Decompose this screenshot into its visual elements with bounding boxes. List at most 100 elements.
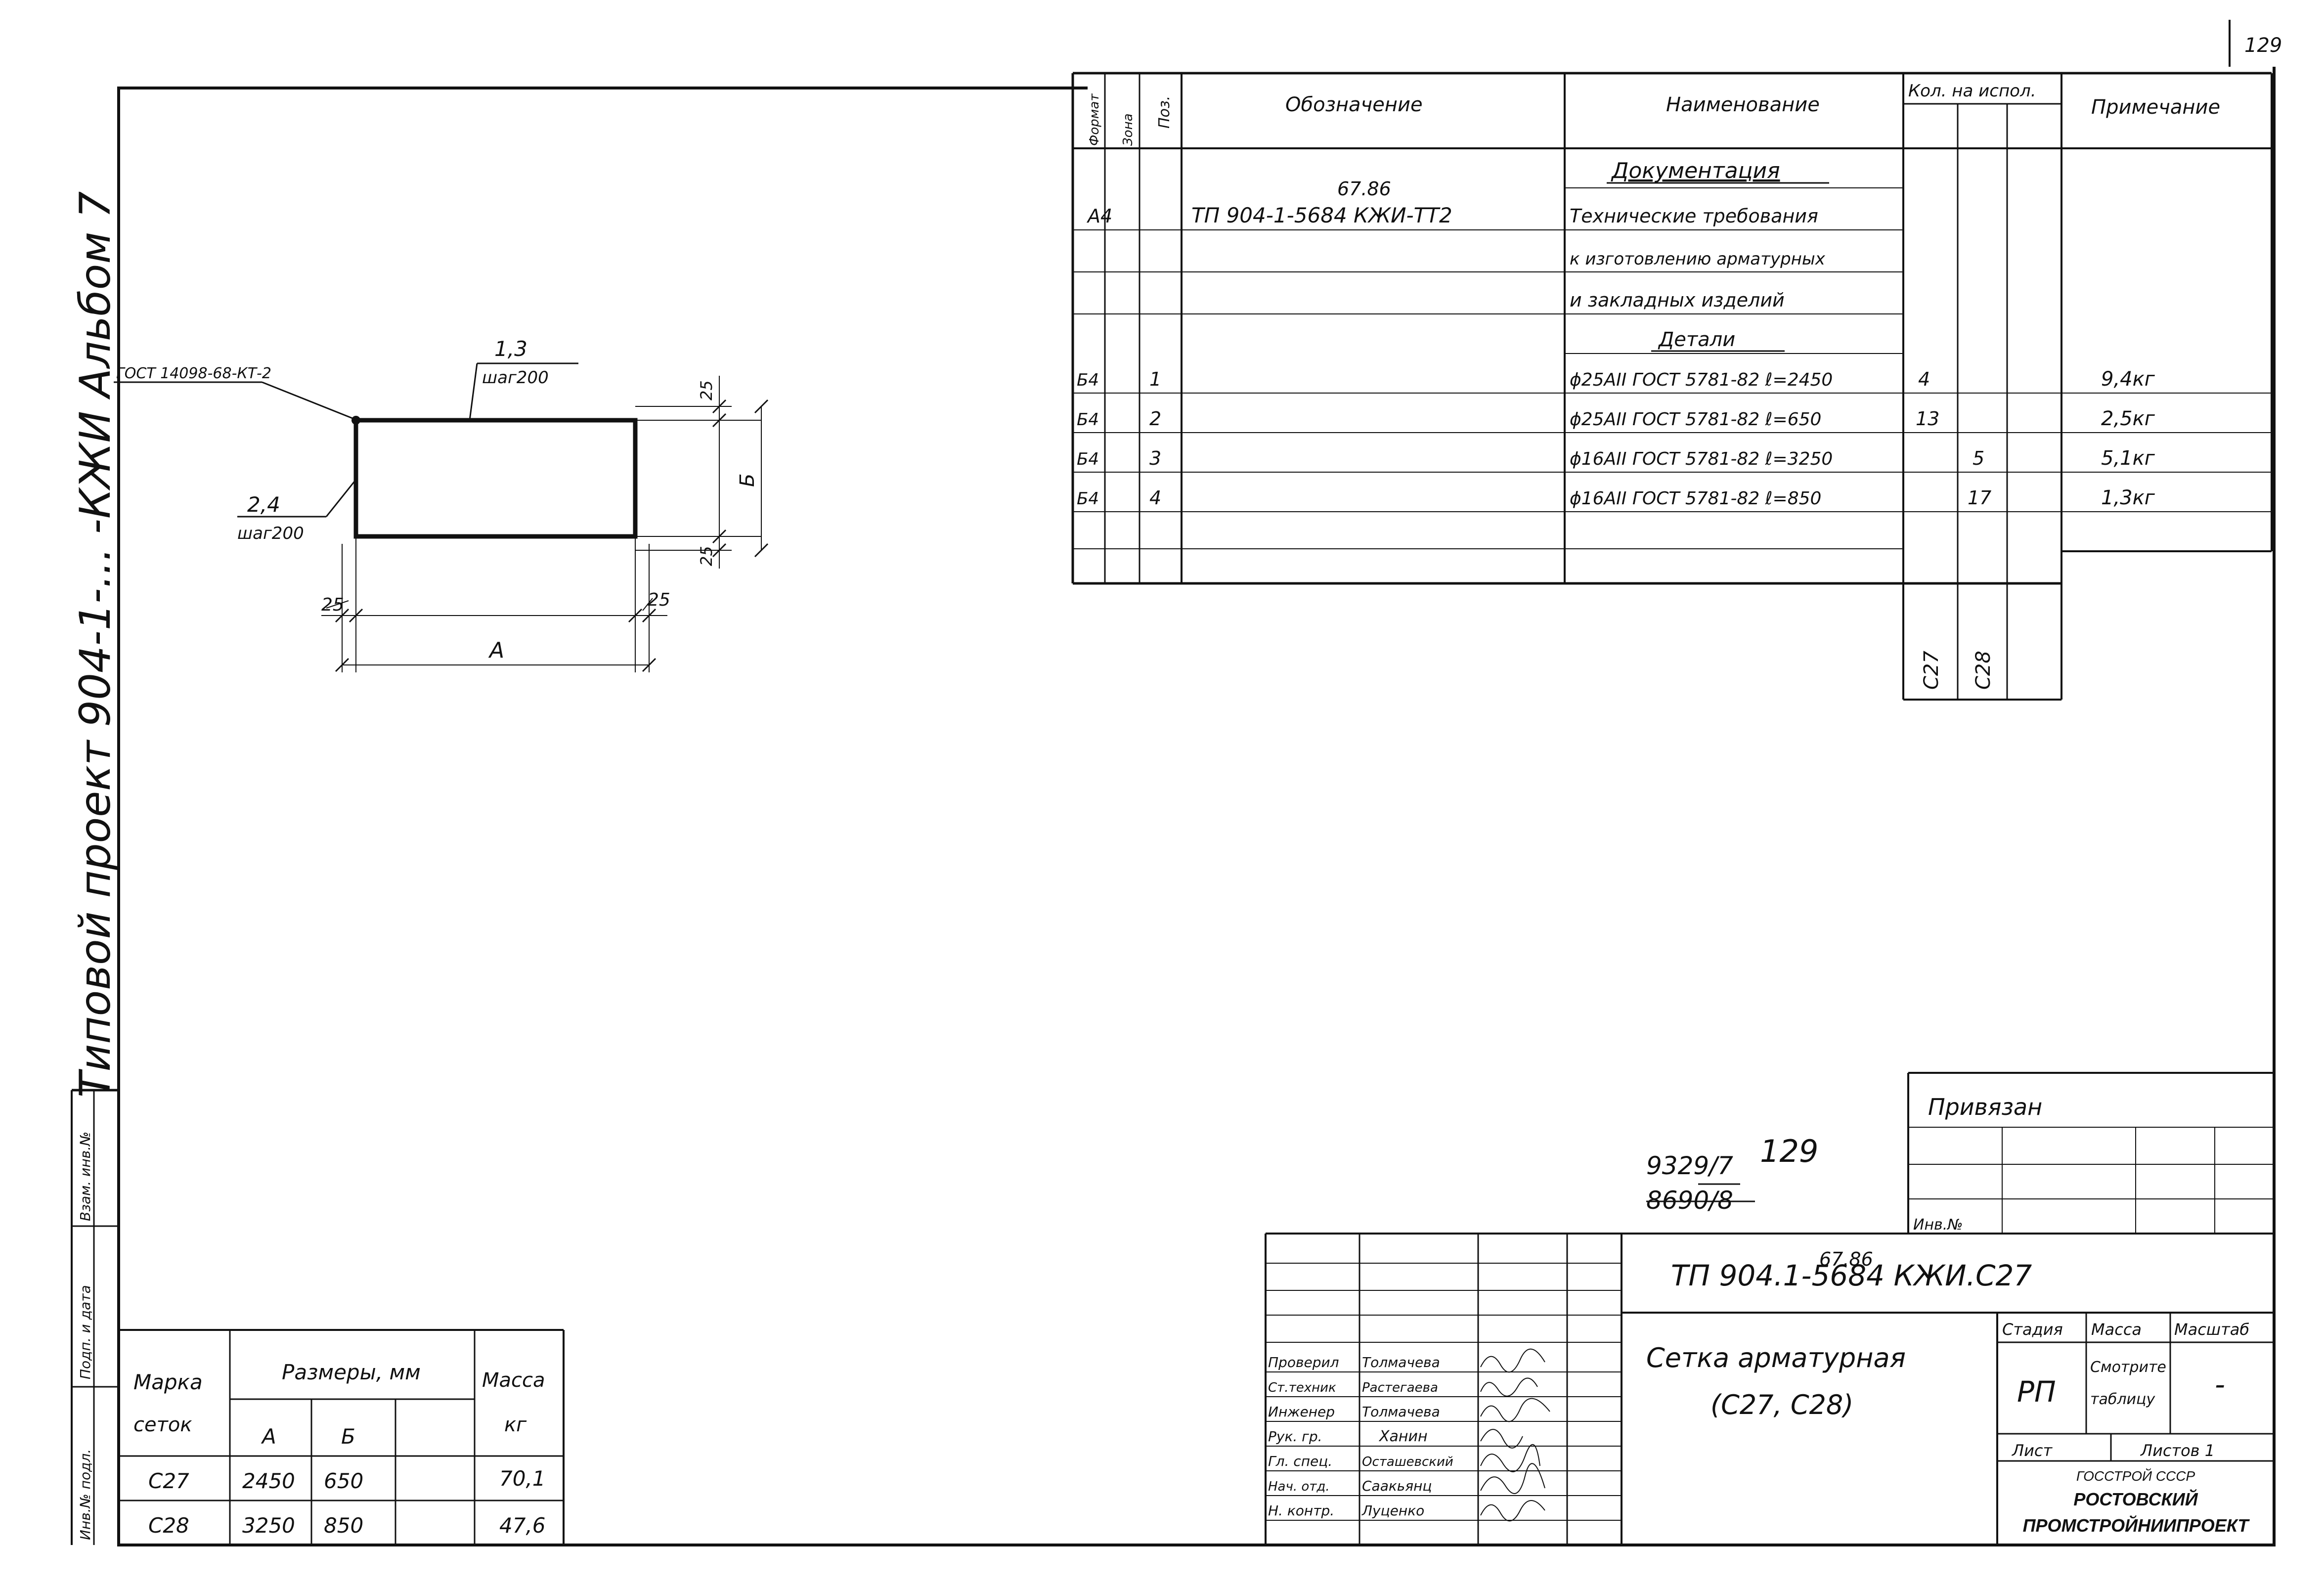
mass-line2: таблицу bbox=[2090, 1391, 2155, 1408]
row3-note: 5,1кг bbox=[2101, 447, 2155, 470]
row1-note: 9,4кг bbox=[2101, 368, 2155, 391]
row2-note: 2,5кг bbox=[2101, 407, 2155, 430]
row4-name: ϕ16АII ГОСТ 5781-82 ℓ=850 bbox=[1570, 488, 1821, 509]
row3-qty-c28: 5 bbox=[1973, 447, 1984, 469]
signature-row: Рук. гр. Ханин bbox=[1268, 1428, 1523, 1449]
dim-b: Б bbox=[736, 474, 759, 487]
row4-note: 1,3кг bbox=[2101, 486, 2155, 509]
row2-pos: 2 bbox=[1149, 408, 1161, 430]
table-row: С28 3250 850 47,6 bbox=[148, 1513, 546, 1538]
sig6-role: Нач. отд. bbox=[1268, 1479, 1330, 1494]
privyazan-block: Привязан Инв.№ bbox=[1907, 1072, 2274, 1235]
privyazan-inv-label: Инв.№ bbox=[1913, 1216, 1963, 1234]
h-a: А bbox=[261, 1424, 276, 1449]
signature-row: Нач. отд. Саакьянц bbox=[1268, 1463, 1545, 1494]
row1-a: 2450 bbox=[242, 1469, 295, 1493]
inv-podl-label: Инв.№ подл. bbox=[77, 1449, 93, 1540]
detail-row: Б4 2 ϕ25АII ГОСТ 5781-82 ℓ=650 13 2,5кг bbox=[1077, 407, 2155, 430]
dim-25-left: 25 bbox=[321, 595, 344, 615]
left-label-step: шаг200 bbox=[237, 524, 304, 543]
sig2-name: Растегаева bbox=[1362, 1380, 1438, 1395]
row1-format: Б4 bbox=[1077, 370, 1099, 390]
stage-value: РП bbox=[2017, 1375, 2056, 1409]
row4-pos: 4 bbox=[1149, 487, 1161, 509]
section-details: Детали bbox=[1658, 328, 1735, 351]
h-mass-tb: Масса bbox=[2091, 1320, 2142, 1339]
mesh-outline bbox=[353, 418, 638, 539]
sig1-name: Толмачева bbox=[1362, 1354, 1440, 1370]
sig4-role: Рук. гр. bbox=[1268, 1428, 1322, 1445]
header-note: Примечание bbox=[2091, 96, 2220, 119]
dim-25-bottom: 25 bbox=[697, 546, 716, 566]
header-name: Наименование bbox=[1666, 93, 1820, 116]
podp-data-label: Подп. и дата bbox=[77, 1285, 93, 1379]
detail-row: Б4 3 ϕ16АII ГОСТ 5781-82 ℓ=3250 5 5,1кг bbox=[1077, 447, 2155, 470]
h-mass-unit: кг bbox=[504, 1413, 527, 1436]
sig1-role: Проверил bbox=[1268, 1354, 1339, 1370]
top-label-num: 1,3 bbox=[494, 337, 527, 361]
row3-format: Б4 bbox=[1077, 449, 1099, 469]
title-code: ТП 904.1-5684 КЖИ.С27 bbox=[1671, 1259, 2032, 1292]
row2-mark: С28 bbox=[148, 1513, 189, 1538]
row1-pos: 1 bbox=[1149, 368, 1161, 390]
h-mark2: сеток bbox=[133, 1413, 192, 1436]
row1-b: 650 bbox=[324, 1469, 363, 1493]
doc-name-line1: Технические требования bbox=[1570, 205, 1818, 227]
sig3-role: Инженер bbox=[1268, 1404, 1335, 1420]
row3-name: ϕ16АII ГОСТ 5781-82 ℓ=3250 bbox=[1570, 449, 1833, 469]
dim-25-right: 25 bbox=[648, 590, 670, 610]
sig2-role: Ст.техник bbox=[1268, 1380, 1336, 1395]
h-scale: Масштаб bbox=[2174, 1320, 2249, 1339]
header-format: Формат bbox=[1087, 93, 1102, 146]
sizes-table: Марка сеток Размеры, мм А Б Масса кг С27… bbox=[119, 1329, 565, 1545]
dim-25-top: 25 bbox=[697, 380, 716, 400]
page-number: 129 bbox=[2244, 34, 2282, 57]
weld-note: ГОСТ 14098-68-КТ-2 bbox=[116, 365, 271, 382]
h-b: Б bbox=[341, 1424, 355, 1449]
sig5-role: Гл. спец. bbox=[1268, 1453, 1332, 1469]
table-row: С27 2450 650 70,1 bbox=[148, 1466, 546, 1493]
title-block: 67.86 ТП 904.1-5684 КЖИ.С27 Сетка армату… bbox=[1265, 1233, 2274, 1545]
row3-pos: 3 bbox=[1149, 447, 1161, 469]
h-stage: Стадия bbox=[2002, 1320, 2063, 1339]
signature-mark bbox=[1480, 1500, 1545, 1522]
project-title-vertical: Типовой проект 904-1-... -КЖИ Альбом 7 bbox=[71, 191, 120, 1098]
drawing-name-line2: (С27, С28) bbox=[1710, 1389, 1853, 1420]
signature-row: Инженер Толмачева bbox=[1268, 1398, 1550, 1422]
sheets-label: Листов 1 bbox=[2140, 1441, 2215, 1460]
h-mark: Марка bbox=[133, 1370, 203, 1394]
dim-a: А bbox=[488, 638, 504, 663]
mesh-drawing: ГОСТ 14098-68-КТ-2 1,3 шаг200 2,4 шаг200… bbox=[114, 337, 769, 672]
doc-designation: ТП 904-1-5684 КЖИ-ТТ2 bbox=[1191, 203, 1452, 227]
h-mass: Масса bbox=[482, 1369, 545, 1392]
signature-mark bbox=[1480, 1398, 1550, 1422]
scale-value: - bbox=[2215, 1368, 2225, 1401]
sig4-name: Ханин bbox=[1378, 1428, 1428, 1445]
drawing-name-line1: Сетка арматурная bbox=[1646, 1342, 1906, 1373]
variant-c27-label: С27 bbox=[1920, 651, 1943, 690]
row2-name: ϕ25АII ГОСТ 5781-82 ℓ=650 bbox=[1570, 409, 1821, 430]
row1-name: ϕ25АII ГОСТ 5781-82 ℓ=2450 bbox=[1570, 370, 1833, 390]
doc-name-line2: к изготовлению арматурных bbox=[1570, 249, 1826, 269]
signature-mark bbox=[1480, 1444, 1540, 1472]
vzam-inv-label: Взам. инв.№ bbox=[77, 1132, 93, 1221]
sig5-name: Осташевский bbox=[1362, 1455, 1453, 1469]
signature-mark bbox=[1480, 1377, 1538, 1397]
signature-row: Гл. спец. Осташевский bbox=[1268, 1444, 1540, 1472]
org-line1: ГОССТРОЙ СССР bbox=[2076, 1468, 2195, 1484]
org-line2: РОСТОВСКИЙ bbox=[2073, 1489, 2198, 1509]
row1-mass: 70,1 bbox=[499, 1466, 546, 1491]
row1-qty-c27: 4 bbox=[1918, 368, 1930, 390]
row2-qty-c27: 13 bbox=[1916, 408, 1939, 430]
handwritten-refs: 9329/7 129 8690/8 bbox=[1646, 1133, 1818, 1215]
detail-row: Б4 1 ϕ25АII ГОСТ 5781-82 ℓ=2450 4 9,4кг bbox=[1077, 368, 2155, 391]
header-zone: Зона bbox=[1121, 113, 1136, 146]
signature-row: Н. контр. Луценко bbox=[1268, 1500, 1545, 1522]
specification-table: Формат Зона Поз. Обозначение Наименовани… bbox=[1071, 72, 2273, 701]
title-code-correction: 67.86 bbox=[1819, 1248, 1873, 1270]
sig6-name: Саакьянц bbox=[1362, 1478, 1432, 1494]
row4-format: Б4 bbox=[1077, 489, 1099, 509]
mass-line1: Смотрите bbox=[2090, 1359, 2166, 1376]
ref-struck: 8690/8 bbox=[1646, 1186, 1733, 1215]
